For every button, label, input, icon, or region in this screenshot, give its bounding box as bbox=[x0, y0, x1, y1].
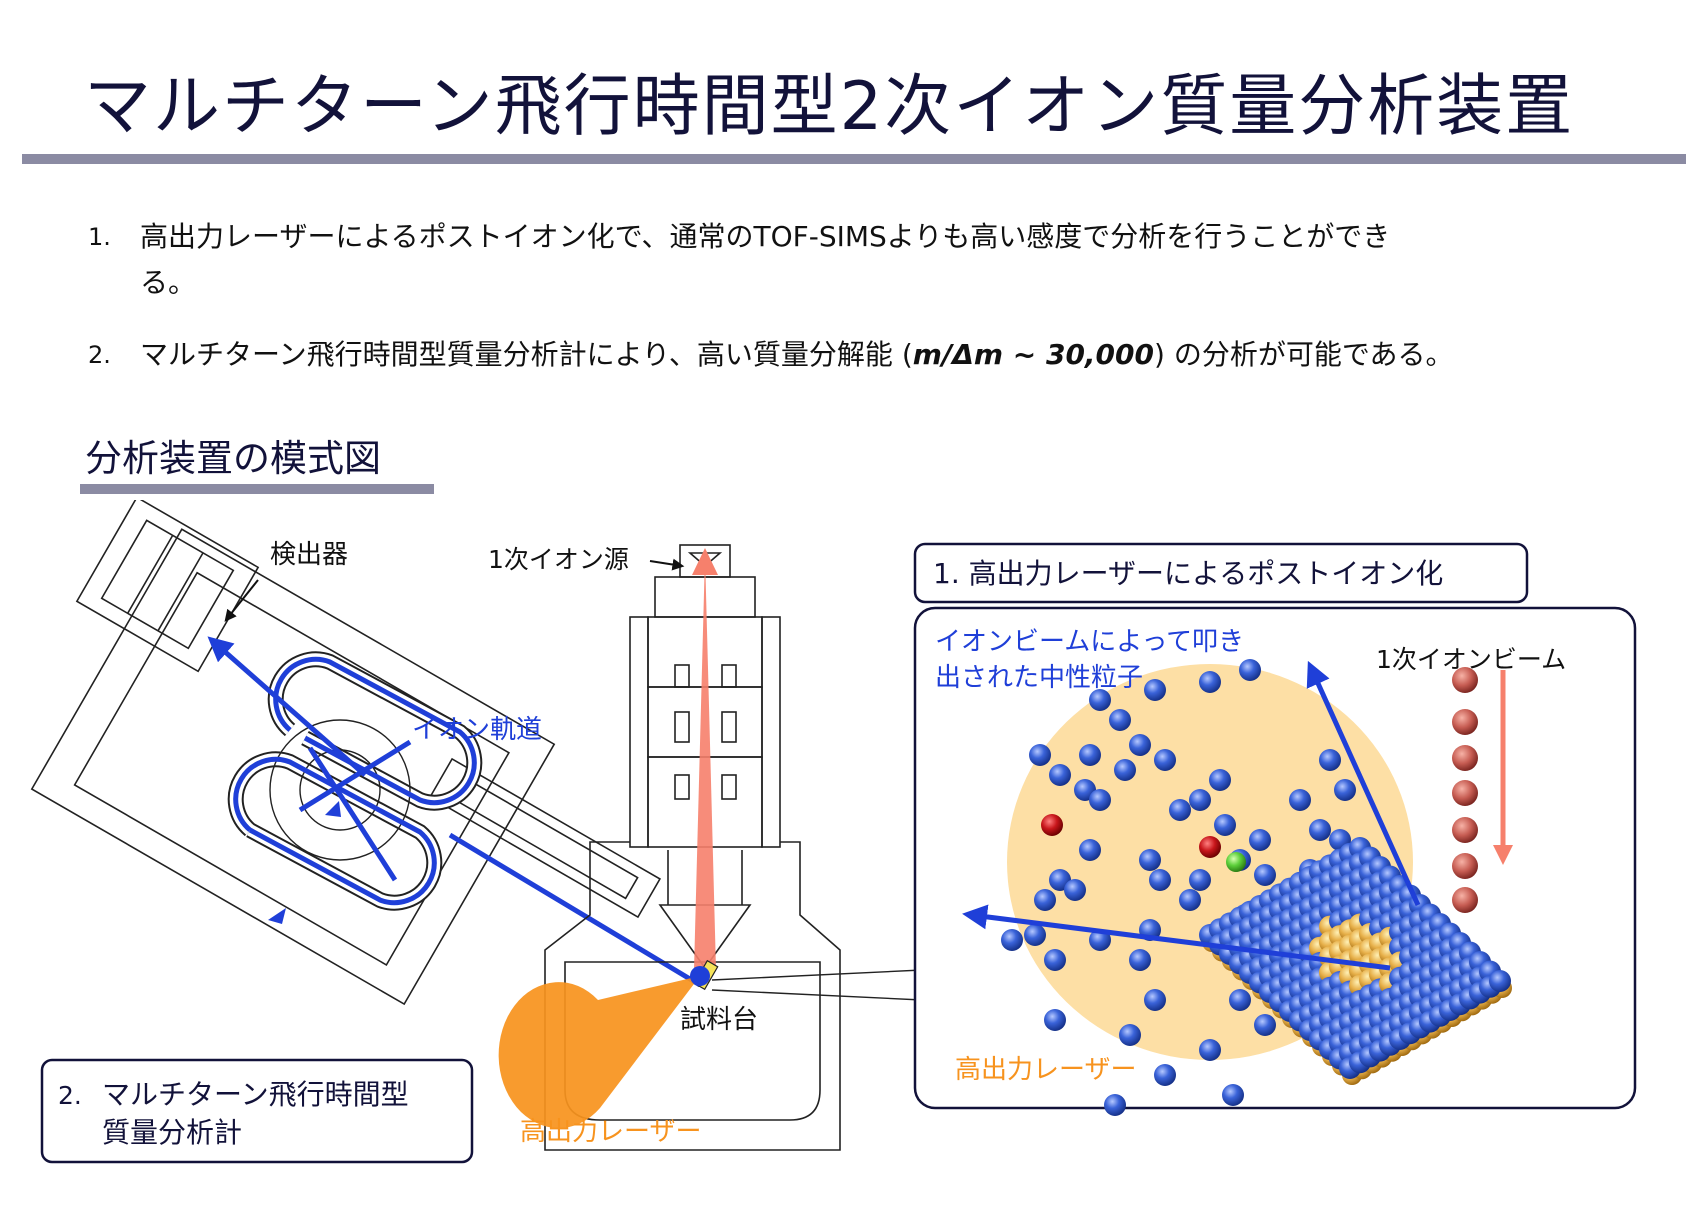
mass-analyzer-line2: 質量分析計 bbox=[102, 1116, 242, 1149]
neutral-particle bbox=[1149, 869, 1171, 891]
neutral-particle bbox=[1129, 949, 1151, 971]
detector-arrow bbox=[224, 579, 259, 622]
neutral-particle bbox=[1089, 689, 1111, 711]
neutral-particle bbox=[1229, 989, 1251, 1011]
neutral-particle bbox=[1334, 779, 1356, 801]
key-point-1: 1. 高出力レーザーによるポストイオン化で、通常のTOF-SIMSよりも高い感度… bbox=[88, 214, 1688, 306]
neutral-particle bbox=[1189, 869, 1211, 891]
ion-trajectory bbox=[207, 636, 702, 988]
neutral-particle bbox=[1309, 819, 1331, 841]
ion-trajectory-label: イオン軌道 bbox=[412, 715, 542, 745]
laser-label: 高出力レーザー bbox=[520, 1117, 701, 1147]
section-rule bbox=[80, 484, 434, 494]
post-ionization-label-box: 1. 高出力レーザーによるポストイオン化 bbox=[913, 542, 1529, 604]
ion-trajectory-arrows bbox=[268, 801, 341, 924]
title-rule bbox=[22, 154, 1686, 164]
primary-ion-source-pointer bbox=[649, 558, 685, 571]
neutral-particle bbox=[1034, 889, 1056, 911]
neutral-particle bbox=[1119, 1024, 1141, 1046]
neutral-particle bbox=[1222, 1084, 1244, 1106]
instrument-diagram: 検出器 イオン軌道 1次イオン源 試料台 高出力レーザー 2. マルチタ bbox=[30, 500, 1637, 1164]
neutral-particle bbox=[1024, 924, 1046, 946]
ion-red bbox=[1041, 814, 1063, 836]
neutral-particle bbox=[1064, 879, 1086, 901]
sample-surface-lattice bbox=[1199, 837, 1512, 1085]
neutral-particle bbox=[1199, 671, 1221, 693]
neutral-particle bbox=[1319, 749, 1341, 771]
neutral-particle bbox=[1104, 1094, 1126, 1116]
surface-atom bbox=[1489, 970, 1511, 992]
key-point-2-text: マルチターン飛行時間型質量分析計により、高い質量分解能 ( bbox=[140, 338, 913, 371]
primary-ion-particle bbox=[1452, 745, 1478, 771]
inset-laser-arrow bbox=[962, 904, 1391, 971]
neutral-particle bbox=[1044, 1009, 1066, 1031]
mass-analyzer-housing bbox=[30, 500, 662, 1006]
primary-ion-beam bbox=[694, 555, 716, 970]
neutral-particle bbox=[1001, 929, 1023, 951]
neutral-particle bbox=[1089, 789, 1111, 811]
key-point-1-line2: る。 bbox=[140, 266, 197, 299]
neutral-particle bbox=[1139, 849, 1161, 871]
sample-point bbox=[690, 966, 710, 986]
neutral-particle bbox=[1079, 839, 1101, 861]
neutral-particle bbox=[1154, 1064, 1176, 1086]
neutral-particle bbox=[1109, 709, 1131, 731]
resolution-formula: m/Δm ~ 30,000 bbox=[912, 338, 1155, 371]
neutral-particle bbox=[1114, 759, 1136, 781]
ion-red bbox=[1199, 836, 1221, 858]
neutral-particle bbox=[1254, 864, 1276, 886]
neutral-particle bbox=[1154, 749, 1176, 771]
primary-ion-particle bbox=[1452, 667, 1478, 693]
ion-green bbox=[1226, 852, 1246, 872]
primary-ion-source-arrow bbox=[692, 548, 718, 575]
neutral-particle bbox=[1144, 989, 1166, 1011]
key-points: 1. 高出力レーザーによるポストイオン化で、通常のTOF-SIMSよりも高い感度… bbox=[88, 214, 1688, 378]
neutral-particle bbox=[1239, 659, 1261, 681]
section-heading: 分析装置の模式図 bbox=[85, 437, 381, 480]
primary-ion-particle bbox=[1452, 887, 1478, 913]
inset-laser-label: 高出力レーザー bbox=[955, 1055, 1136, 1085]
neutral-particle bbox=[1189, 789, 1211, 811]
primary-ion-particle bbox=[1452, 709, 1478, 735]
key-point-2: 2. マルチターン飛行時間型質量分析計により、高い質量分解能 (m/Δm ~ 3… bbox=[88, 332, 1688, 378]
primary-ion-beam-label: 1次イオンビーム bbox=[1376, 645, 1566, 674]
mass-analyzer-line1: マルチターン飛行時間型 bbox=[102, 1078, 409, 1111]
key-point-1-number: 1. bbox=[88, 223, 111, 251]
laser-cone bbox=[498, 976, 700, 1129]
neutral-particle bbox=[1289, 789, 1311, 811]
key-point-2-number: 2. bbox=[88, 341, 111, 369]
neutral-particle bbox=[1169, 799, 1191, 821]
neutral-particle bbox=[1129, 734, 1151, 756]
neutral-particles-label-line2: 出された中性粒子 bbox=[935, 663, 1143, 693]
key-point-1-line1: 高出力レーザーによるポストイオン化で、通常のTOF-SIMSよりも高い感度で分析… bbox=[140, 220, 1391, 253]
key-point-2-tail: ) の分析が可能である。 bbox=[1154, 338, 1454, 371]
primary-ion-particle bbox=[1452, 853, 1478, 879]
neutral-particle bbox=[1029, 744, 1051, 766]
page-title: マルチターン飛行時間型2次イオン質量分析装置 bbox=[84, 67, 1575, 145]
primary-ion-particle bbox=[1452, 780, 1478, 806]
mass-analyzer-label-box: 2. マルチターン飛行時間型 質量分析計 bbox=[40, 1058, 474, 1164]
neutral-particle bbox=[1254, 1014, 1276, 1036]
sample-stage-label: 試料台 bbox=[680, 1005, 758, 1035]
neutral-particle bbox=[1249, 829, 1271, 851]
primary-ion-beam-particles bbox=[1452, 667, 1478, 913]
neutral-particle bbox=[1199, 1039, 1221, 1061]
neutral-particle bbox=[1209, 769, 1231, 791]
neutral-particles-label-line1: イオンビームによって叩き bbox=[935, 627, 1244, 657]
primary-ion-source-label: 1次イオン源 bbox=[488, 545, 629, 574]
detector-label: 検出器 bbox=[270, 540, 348, 570]
mass-analyzer-number: 2. bbox=[58, 1081, 82, 1110]
neutral-particle bbox=[1089, 929, 1111, 951]
neutral-particle bbox=[1214, 814, 1236, 836]
desorbed-particle-arrow bbox=[1306, 660, 1421, 907]
neutral-particle bbox=[1179, 889, 1201, 911]
neutral-particle bbox=[1049, 764, 1071, 786]
neutral-particle bbox=[1044, 949, 1066, 971]
neutral-particle bbox=[1144, 679, 1166, 701]
post-ionization-label: 1. 高出力レーザーによるポストイオン化 bbox=[933, 557, 1443, 590]
callout-line-top bbox=[711, 969, 923, 981]
neutral-particle bbox=[1079, 744, 1101, 766]
callout-line-bottom bbox=[711, 989, 923, 1001]
primary-ion-particle bbox=[1452, 817, 1478, 843]
